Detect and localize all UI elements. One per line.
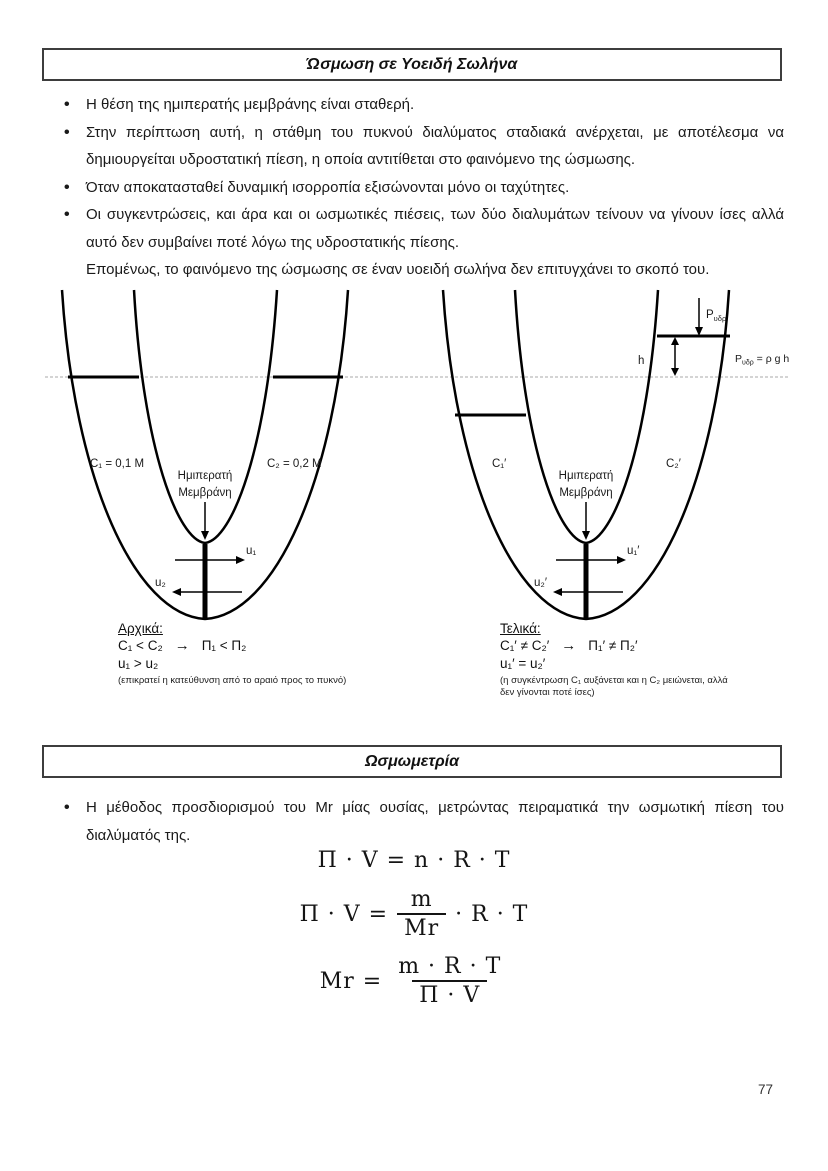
bullet-item: Οι συγκεντρώσεις, και άρα και οι ωσμωτικ… — [62, 201, 784, 284]
caption-condition-line: C₁ < C₂ → Π₁ < Π₂ — [118, 637, 346, 655]
section2-title: Ωσμωμετρία — [364, 752, 459, 770]
fraction-numerator: m · R · T — [398, 954, 502, 980]
membrane-label-line2: Μεμβράνη — [178, 487, 231, 499]
u2-label: u₂ — [155, 577, 166, 589]
concentration-relation: C₁′ ≠ C₂′ — [500, 638, 550, 653]
right-tube-outer-wall — [441, 289, 731, 621]
section1-title: Ώσμωση σε Υοειδή Σωλήνα — [306, 55, 518, 73]
equation-rhs: · R · T — [455, 901, 529, 927]
left-membrane-bar — [202, 544, 208, 618]
velocity-relation: u₁ > u₂ — [118, 656, 159, 671]
caption-title: Αρχικά: — [118, 621, 163, 636]
section1-title-box: Ώσμωση σε Υοειδή Σωλήνα — [42, 48, 782, 81]
initial-state-caption: Αρχικά: C₁ < C₂ → Π₁ < Π₂ u₁ > u₂ (επικρατ… — [118, 620, 346, 687]
left-u-tube: C₁ = 0,1 M C₂ = 0,2 M Ημιπερατή Μεμβράνη… — [60, 289, 350, 621]
implies-arrow-icon: → — [561, 637, 577, 654]
h-label: h — [638, 355, 644, 367]
c2-final-label: C₂′ — [666, 458, 681, 470]
bullet-text: Στην περίπτωση αυτή, η στάθμη του πυκνού… — [86, 123, 784, 169]
u2-prime-label: u₂′ — [534, 577, 547, 589]
p-hydro-equation: Pυδρ = ρ g h — [735, 353, 789, 367]
bullet-text: Η μέθοδος προσδιορισμού του Mr μίας ουσί… — [86, 799, 784, 844]
left-tube-inner-wall — [132, 289, 279, 545]
right-tube-inner-wall — [513, 289, 660, 545]
fraction-denominator: Π · V — [412, 980, 488, 1007]
u1-prime-arrowhead-icon — [617, 556, 626, 564]
c2-initial-label: C₂ = 0,2 M — [267, 458, 322, 470]
section2-bullet-list: Η μέθοδος προσδιορισμού του Mr μίας ουσί… — [62, 794, 784, 849]
equations-block: Π · V = n · R · T Π · V = m Mr · R · T M… — [0, 848, 828, 1007]
bullet-item: Στην περίπτωση αυτή, η στάθμη του πυκνού… — [62, 119, 784, 174]
implies-arrow-icon: → — [174, 637, 190, 654]
membrane-pointer-arrowhead-icon — [582, 531, 590, 540]
membrane-label-line2: Μεμβράνη — [559, 487, 612, 499]
h-arrowhead-up-icon — [671, 337, 679, 345]
fraction-numerator: m — [410, 887, 433, 912]
section2-title-box: Ωσμωμετρία — [42, 745, 782, 778]
bullet-text: Οι συγκεντρώσεις, και άρα και οι ωσμωτικ… — [86, 206, 784, 251]
equation-mr: Mr = m · R · T Π · V — [320, 955, 509, 1007]
c1-final-label: C₁′ — [492, 458, 506, 470]
membrane-label-line1: Ημιπερατή — [559, 470, 614, 482]
u-tube-diagram: C₁ = 0,1 M C₂ = 0,2 M Ημιπερατή Μεμβράνη… — [45, 289, 790, 621]
p-hydro-label: Pυδρ — [706, 309, 726, 323]
u1-prime-label: u₁′ — [627, 545, 639, 557]
equation-pv-m-mr-rt: Π · V = m Mr · R · T — [300, 888, 529, 940]
u1-arrowhead-icon — [236, 556, 245, 564]
u2-arrowhead-icon — [172, 588, 181, 596]
final-state-caption: Τελικά: C₁′ ≠ C₂′ → Π₁′ ≠ Π₂′ u₁′ = u₂′ (η… — [500, 620, 728, 699]
page-number: 77 — [758, 1082, 774, 1097]
equation-lhs: Π · V = — [299, 901, 389, 927]
fraction-denominator: Mr — [397, 913, 447, 940]
bullet-item: Η μέθοδος προσδιορισμού του Mr μίας ουσί… — [62, 794, 784, 849]
bullet-text: Όταν αποκατασταθεί δυναμική ισορροπία εξ… — [86, 178, 570, 196]
right-u-tube: Pυδρ h Pυδρ = ρ g h C₁′ C₂′ Ημιπερατή Με… — [441, 289, 789, 621]
caption-note: (η συγκέντρωση C₁ αυξάνεται και η C₂ μει… — [500, 675, 728, 686]
bullet-continuation-text: Επομένως, το φαινόμενο της ώσμωσης σε έν… — [86, 261, 710, 278]
concentration-relation: C₁ < C₂ — [118, 638, 163, 653]
fraction: m Mr — [397, 887, 447, 940]
equation-lhs: Mr = — [319, 968, 383, 994]
u2-prime-arrowhead-icon — [553, 588, 562, 596]
section1-bullet-list: Η θέση της ημιπερατής μεμβράνης είναι στ… — [62, 91, 784, 284]
membrane-label-line1: Ημιπερατή — [178, 470, 233, 482]
caption-condition-line: C₁′ ≠ C₂′ → Π₁′ ≠ Π₂′ — [500, 637, 728, 655]
c1-initial-label: C₁ = 0,1 M — [90, 458, 144, 470]
caption-note: δεν γίνονται ποτέ ίσες) — [500, 687, 595, 698]
bullet-text: Η θέση της ημιπερατής μεμβράνης είναι στ… — [86, 96, 415, 113]
caption-note: (επικρατεί η κατεύθυνση από το αραιό προ… — [118, 675, 347, 686]
bullet-item: Όταν αποκατασταθεί δυναμική ισορροπία εξ… — [62, 174, 784, 202]
pressure-relation: Π₁ < Π₂ — [201, 638, 247, 653]
left-tube-outer-wall — [60, 289, 350, 621]
u1-label: u₁ — [246, 545, 256, 557]
fraction: m · R · T Π · V — [391, 955, 508, 1007]
p-hydro-arrowhead-icon — [695, 327, 703, 336]
membrane-pointer-arrowhead-icon — [201, 531, 209, 540]
right-membrane-bar — [583, 544, 589, 618]
bullet-item: Η θέση της ημιπερατής μεμβράνης είναι στ… — [62, 91, 784, 119]
h-arrowhead-down-icon — [671, 368, 679, 376]
equation-pv-nrt: Π · V = n · R · T — [317, 848, 511, 873]
velocity-relation: u₁′ = u₂′ — [500, 656, 546, 671]
caption-title: Τελικά: — [500, 621, 541, 636]
pressure-relation: Π₁′ ≠ Π₂′ — [588, 638, 638, 653]
